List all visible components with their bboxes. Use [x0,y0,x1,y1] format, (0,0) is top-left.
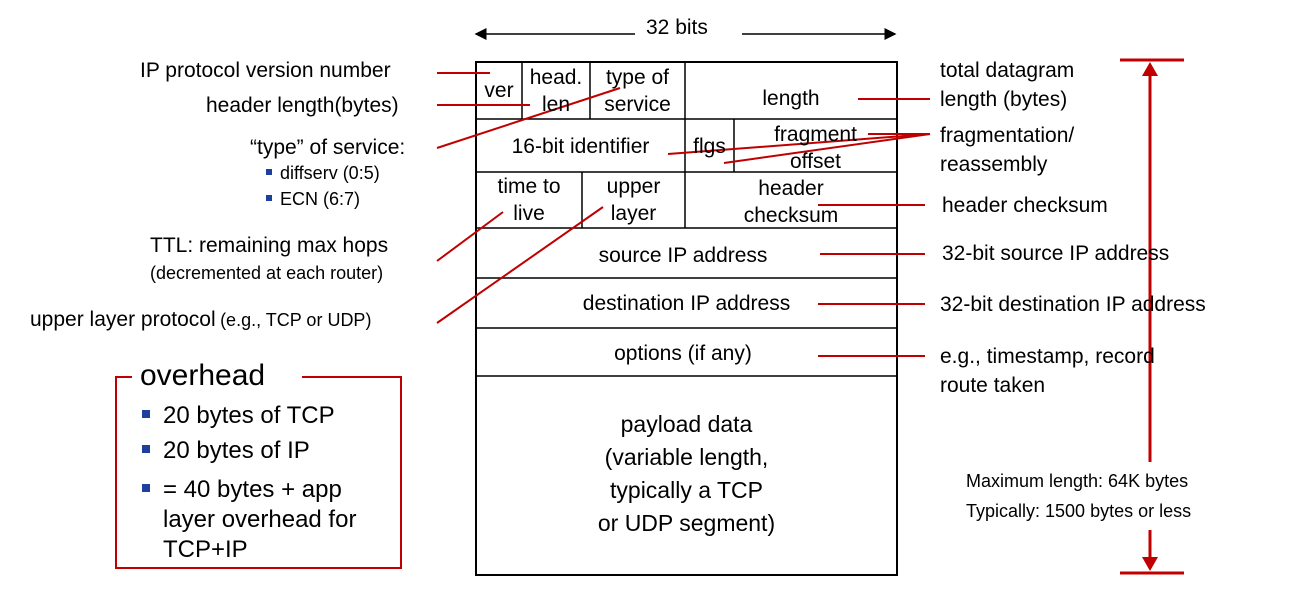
overhead-item: 20 bytes of TCP [163,402,335,429]
field-identifier: 16-bit identifier [511,135,650,158]
width-label: 32 bits [646,16,708,39]
label-fragmentation: fragmentation/ reassembly [940,124,1075,176]
label-type-of-service: “type” of service: [250,136,406,159]
tos-item: diffserv (0:5) [266,162,380,184]
label-options: e.g., timestamp, record route taken [940,345,1155,397]
field-options: options (if any) [614,341,752,365]
overhead-item: layer overhead for [163,506,357,533]
label-destination-ip: 32-bit destination IP address [940,293,1206,316]
bullet-icon [266,195,272,202]
bullet-icon [142,484,150,492]
field-length: length [762,86,820,110]
right-callouts [667,98,931,357]
bullet-icon [142,445,150,453]
overhead-title: overhead [140,359,266,392]
bullet-icon [142,410,150,418]
label-source-ip: 32-bit source IP address [942,242,1170,265]
label-ttl-note: (decremented at each router) [150,263,384,283]
max-length-note: Maximum length: 64K bytes Typically: 150… [966,471,1192,521]
overhead-frame [115,376,402,569]
label-total-length: total datagram length (bytes) [940,59,1075,111]
datagram-frame [475,61,898,576]
label-upper-layer: upper layer protocol (e.g., TCP or UDP) [30,308,372,331]
label-version: IP protocol version number [140,59,391,82]
field-payload: payload data (variable length, typically… [597,411,776,536]
label-header-checksum: header checksum [942,194,1108,217]
field-source-ip: source IP address [598,244,768,267]
field-version: ver [484,79,514,102]
field-header-length: head.len [529,65,583,116]
bullet-icon [266,169,272,176]
left-callouts [436,72,621,324]
overhead-item: 20 bytes of IP [163,437,310,464]
label-header-length: header length(bytes) [206,94,399,117]
overhead-item: = 40 bytes + app [163,476,342,503]
overhead-item: TCP+IP [163,536,248,563]
field-destination-ip: destination IP address [582,291,791,315]
max-length-bracket [1120,58,1184,575]
tos-item: ECN (6:7) [266,188,360,210]
field-flags: flgs [693,135,726,158]
label-ttl: TTL: remaining max hops [150,234,389,257]
